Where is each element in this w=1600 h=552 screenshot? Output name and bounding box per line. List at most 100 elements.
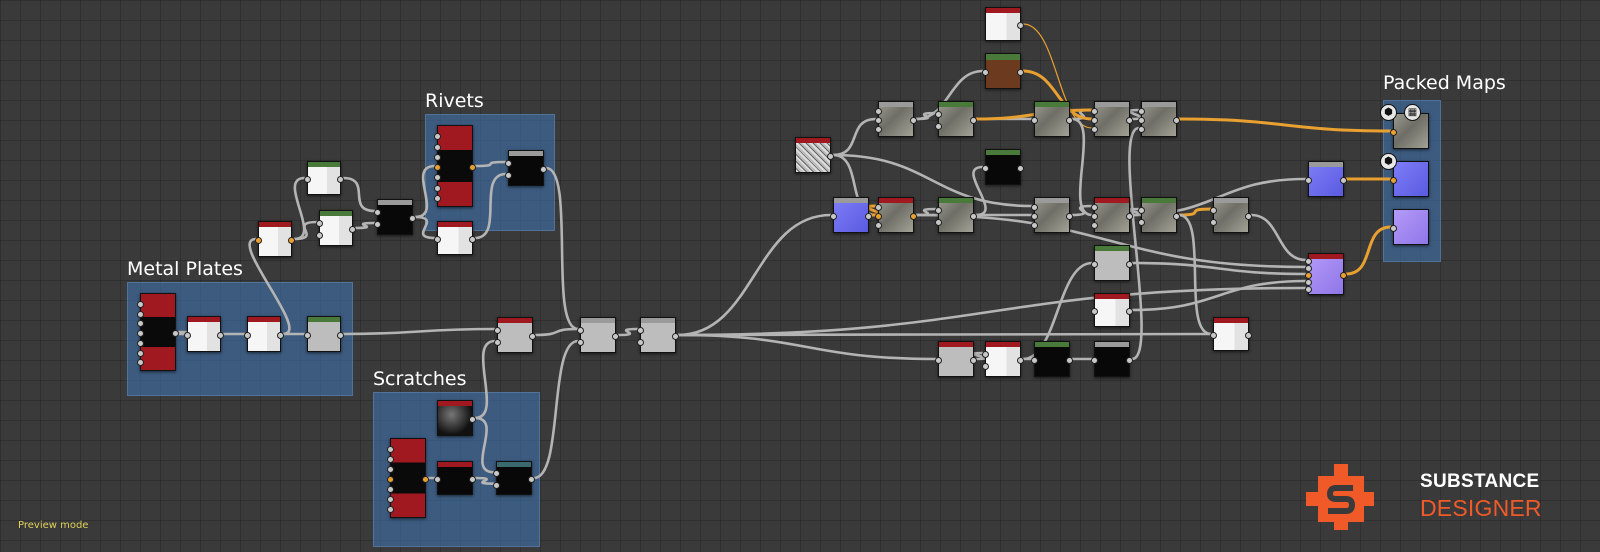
output-pin[interactable] bbox=[1340, 272, 1347, 279]
output-pin[interactable] bbox=[1126, 213, 1133, 220]
input-pin[interactable] bbox=[494, 327, 501, 334]
input-pin[interactable] bbox=[434, 153, 441, 161]
input-pin[interactable] bbox=[255, 237, 262, 244]
node-mp-b[interactable] bbox=[244, 316, 284, 352]
input-pin[interactable] bbox=[137, 359, 144, 367]
input-pin[interactable] bbox=[493, 470, 500, 478]
input-pin[interactable] bbox=[577, 327, 584, 334]
input-pin[interactable] bbox=[935, 357, 942, 364]
wire-sc_a-bl_a[interactable] bbox=[474, 339, 496, 420]
input-pin[interactable] bbox=[637, 327, 644, 334]
input-pin[interactable] bbox=[434, 143, 441, 151]
input-pin[interactable] bbox=[1031, 117, 1038, 124]
input-pin[interactable] bbox=[1091, 308, 1098, 315]
input-pin[interactable] bbox=[137, 310, 144, 318]
input-pin[interactable] bbox=[1138, 108, 1145, 115]
input-pin[interactable] bbox=[982, 363, 989, 370]
output-pin[interactable] bbox=[612, 333, 619, 340]
output-pin[interactable] bbox=[1173, 117, 1180, 124]
node-n-b[interactable] bbox=[875, 197, 917, 233]
input-pin[interactable] bbox=[1091, 204, 1098, 211]
wire-sc_c-bl_b[interactable] bbox=[533, 339, 579, 480]
output-pin[interactable] bbox=[422, 476, 429, 483]
output-pin[interactable] bbox=[827, 153, 834, 160]
input-pin[interactable] bbox=[387, 456, 394, 463]
wire-t_brown-t_d[interactable] bbox=[1022, 69, 1093, 121]
input-pin[interactable] bbox=[304, 332, 311, 339]
input-pin[interactable] bbox=[875, 204, 882, 211]
input-pin[interactable] bbox=[505, 160, 512, 167]
node-n-a[interactable] bbox=[830, 197, 872, 233]
input-pin[interactable] bbox=[316, 232, 323, 239]
wire-sh_d-rv_b[interactable] bbox=[414, 215, 436, 240]
input-pin[interactable] bbox=[244, 332, 251, 339]
node-mp-a[interactable] bbox=[184, 316, 224, 352]
node-o-2[interactable] bbox=[1390, 161, 1429, 197]
node-rv-c[interactable] bbox=[505, 150, 547, 186]
node-t-d[interactable] bbox=[1091, 101, 1133, 137]
wire-t_c-n_e[interactable] bbox=[1071, 117, 1093, 217]
wire-sc_a-sc_c[interactable] bbox=[474, 416, 495, 474]
input-pin[interactable] bbox=[1091, 108, 1098, 115]
wire-bl_b-bl_c[interactable] bbox=[617, 327, 639, 337]
input-pin[interactable] bbox=[387, 466, 394, 473]
input-pin[interactable] bbox=[434, 476, 441, 483]
node-g-a[interactable] bbox=[1091, 245, 1133, 281]
input-pin[interactable] bbox=[637, 339, 644, 346]
input-pin[interactable] bbox=[374, 209, 381, 216]
output-pin[interactable] bbox=[409, 215, 416, 222]
node-n-f[interactable] bbox=[1138, 197, 1180, 233]
output-pin[interactable] bbox=[910, 117, 917, 124]
output-pin[interactable] bbox=[1017, 22, 1024, 29]
node-m-blk[interactable] bbox=[982, 149, 1024, 185]
input-pin[interactable] bbox=[434, 194, 441, 202]
node-b-b[interactable] bbox=[982, 341, 1024, 377]
node-noise[interactable] bbox=[795, 137, 834, 173]
output-pin[interactable] bbox=[970, 117, 977, 124]
cube-icon[interactable]: ⬢ bbox=[1380, 104, 1397, 121]
node-mp-c[interactable] bbox=[304, 316, 344, 352]
output-pin[interactable] bbox=[337, 176, 344, 183]
input-pin[interactable] bbox=[137, 300, 144, 308]
input-pin[interactable] bbox=[505, 172, 512, 179]
input-pin[interactable] bbox=[1031, 357, 1038, 364]
output-pin[interactable] bbox=[1126, 357, 1133, 364]
input-pin[interactable] bbox=[494, 339, 501, 346]
input-pin[interactable] bbox=[184, 332, 191, 339]
node-nrm[interactable] bbox=[1305, 161, 1347, 197]
input-pin[interactable] bbox=[1305, 258, 1312, 265]
wire-g_b-pk[interactable] bbox=[1131, 279, 1307, 312]
node-sc-in[interactable] bbox=[387, 438, 429, 518]
node-t-brown[interactable] bbox=[982, 53, 1024, 89]
node-sh-a[interactable] bbox=[255, 221, 295, 257]
node-b-c[interactable] bbox=[1031, 341, 1073, 377]
wire-n_f-n_g[interactable] bbox=[1178, 207, 1212, 217]
output-pin[interactable] bbox=[528, 476, 535, 483]
wire-sh_a-sh_b[interactable] bbox=[293, 176, 306, 241]
input-pin[interactable] bbox=[1138, 126, 1145, 133]
input-pin[interactable] bbox=[1305, 272, 1312, 279]
output-pin[interactable] bbox=[469, 416, 476, 423]
output-pin[interactable] bbox=[970, 357, 977, 364]
node-n-e[interactable] bbox=[1091, 197, 1133, 233]
input-pin[interactable] bbox=[387, 486, 394, 493]
wire-n_f-g_c[interactable] bbox=[1178, 213, 1212, 336]
wire-b_b-g_a[interactable] bbox=[1022, 261, 1093, 361]
wire-noise-n_d[interactable] bbox=[832, 153, 1033, 208]
node-o-3[interactable] bbox=[1390, 209, 1429, 245]
wire-n_d-n_e[interactable] bbox=[1071, 204, 1093, 217]
input-pin[interactable] bbox=[577, 339, 584, 346]
output-pin[interactable] bbox=[910, 213, 917, 220]
input-pin[interactable] bbox=[830, 213, 837, 220]
input-pin[interactable] bbox=[137, 320, 144, 328]
wire-sh_b-sh_d[interactable] bbox=[342, 176, 376, 213]
input-pin[interactable] bbox=[1138, 219, 1145, 226]
input-pin[interactable] bbox=[935, 111, 942, 118]
wire-sh_c-sh_d[interactable] bbox=[354, 221, 376, 230]
wire-g_a-pk[interactable] bbox=[1131, 261, 1307, 276]
wire-b_a-b_b[interactable] bbox=[972, 351, 987, 361]
wire-bl_c-pk[interactable] bbox=[677, 286, 1307, 337]
input-pin[interactable] bbox=[1091, 213, 1098, 220]
input-pin[interactable] bbox=[1091, 126, 1098, 133]
